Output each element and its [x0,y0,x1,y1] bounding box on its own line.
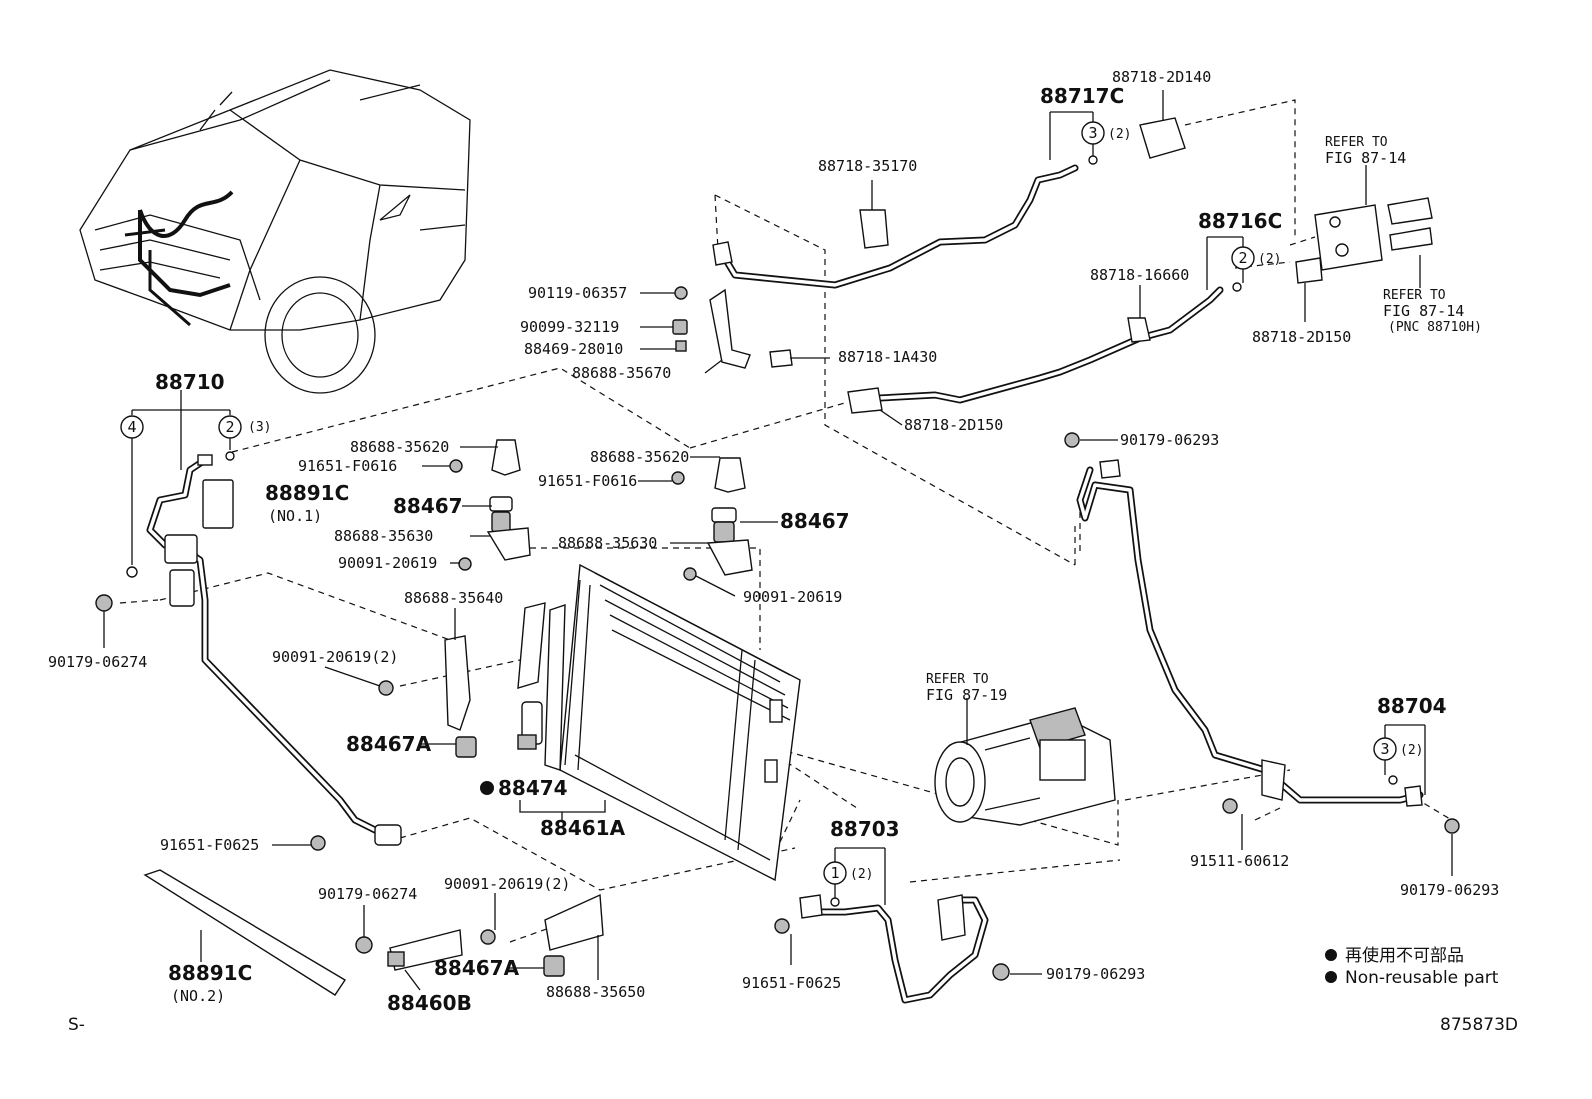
label-90099-32119: 90099-32119 [520,318,619,336]
legend-line-en: Non-reusable part [1345,968,1499,988]
label-90179-06274-a: 90179-06274 [48,653,147,671]
label-91651-F0625-b: 91651-F0625 [742,974,841,992]
label-no1: (NO.1) [268,507,322,525]
label-88688-35620-a: 88688-35620 [350,438,449,456]
circle-markers-top [1049,111,1255,290]
label-refer-to-3: REFER TO [926,672,989,687]
legend-dot-2 [1325,971,1337,983]
label-88716C: 88716C [1198,209,1282,233]
seal-no2 [143,869,346,996]
qty-label-2b: (2) [1258,252,1281,267]
label-88718-2D140: 88718-2D140 [1112,68,1211,86]
legend: 再使用不可部品 Non-reusable part [1325,945,1499,988]
label-88467A-a: 88467A [346,732,432,756]
label-90179-06293-c: 90179-06293 [1046,965,1145,983]
pipe-88704 [1076,459,1426,807]
condenser-brackets [387,439,753,977]
label-fig-87-14-a: FIG 87-14 [1325,149,1406,167]
diagram-code: 875873D [1440,1015,1518,1035]
label-88718-1A430: 88718-1A430 [838,348,937,366]
label-88718-16660: 88718-16660 [1090,266,1189,284]
label-88704: 88704 [1377,694,1447,718]
label-88460B: 88460B [387,991,472,1015]
label-90091-20619-b: 90091-20619 [743,588,842,606]
label-91511-60612: 91511-60612 [1190,852,1289,870]
label-pnc: (PNC 88710H) [1388,320,1482,335]
circle-2-label-b: 2 [1238,249,1247,267]
label-88688-35640: 88688-35640 [404,589,503,607]
vehicle-sketch [79,69,471,394]
label-88688-35650: 88688-35650 [546,983,645,1001]
label-90091-20619-a: 90091-20619 [338,554,437,572]
label-88467A-b: 88467A [434,956,520,980]
label-88467-a: 88467 [393,494,463,518]
label-88891C-no1: 88891C [265,481,349,505]
qty-label-2d: (2) [850,867,873,882]
circle-2-label-a: 2 [225,418,234,436]
label-fig-87-19: FIG 87-19 [926,686,1007,704]
label-91651-F0616-b: 91651-F0616 [538,472,637,490]
legend-line-jp: 再使用不可部品 [1345,945,1464,966]
vehicle-harness [124,190,234,327]
label-88688-35630-b: 88688-35630 [558,534,657,552]
label-no2: (NO.2) [171,987,225,1005]
label-90179-06293-b: 90179-06293 [1400,881,1499,899]
label-88469-28010: 88469-28010 [524,340,623,358]
label-90179-06293-a: 90179-06293 [1120,431,1219,449]
label-88718-2D150-a: 88718-2D150 [904,416,1003,434]
qty-label-2c: (2) [1400,743,1423,758]
label-88688-35620-b: 88688-35620 [590,448,689,466]
label-90179-06274-b: 90179-06274 [318,885,417,903]
label-refer-to-2: REFER TO [1383,288,1446,303]
qty-label-2a: (2) [1108,127,1131,142]
circle-1-label: 1 [830,864,839,882]
label-88710: 88710 [155,370,225,394]
circle-4-label: 4 [127,418,136,436]
pipe-88703 [799,847,989,1004]
pipe-88717C [709,117,1186,369]
circle-markers-left [120,398,242,578]
label-91651-F0625-a: 91651-F0625 [160,836,259,854]
label-91651-F0616-a: 91651-F0616 [298,457,397,475]
label-fig-87-14-b: FIG 87-14 [1383,302,1464,320]
label-90119-06357: 90119-06357 [528,284,627,302]
label-88891C-no2: 88891C [168,961,252,985]
footer-left: S- [68,1015,85,1035]
label-88467-b: 88467 [780,509,850,533]
label-88703: 88703 [830,817,900,841]
pipe-88710 [146,454,402,846]
compressor [934,707,1116,826]
label-88461A: 88461A [540,816,626,840]
bolts [95,286,1460,981]
label-88474: 88474 [498,776,568,800]
label-88718-35170: 88718-35170 [818,157,917,175]
label-88718-2D150-b: 88718-2D150 [1252,328,1351,346]
circle-3-label-a: 3 [1088,124,1097,142]
label-88688-35630-a: 88688-35630 [334,527,433,545]
pipe-88716C [847,197,1433,414]
legend-dot-1 [1325,949,1337,961]
label-90091-20619-2b: 90091-20619(2) [444,875,570,893]
condenser-assembly [517,563,801,882]
circle-3-label-b: 3 [1380,740,1389,758]
qty-label-3: (3) [248,420,271,435]
label-88717C: 88717C [1040,84,1124,108]
non-reusable-dot [480,781,494,795]
label-88688-35670: 88688-35670 [572,364,671,382]
label-90091-20619-2a: 90091-20619(2) [272,648,398,666]
dryer-filter-no1 [202,479,234,529]
leader-lines [103,90,1453,991]
label-refer-to-1: REFER TO [1325,135,1388,150]
